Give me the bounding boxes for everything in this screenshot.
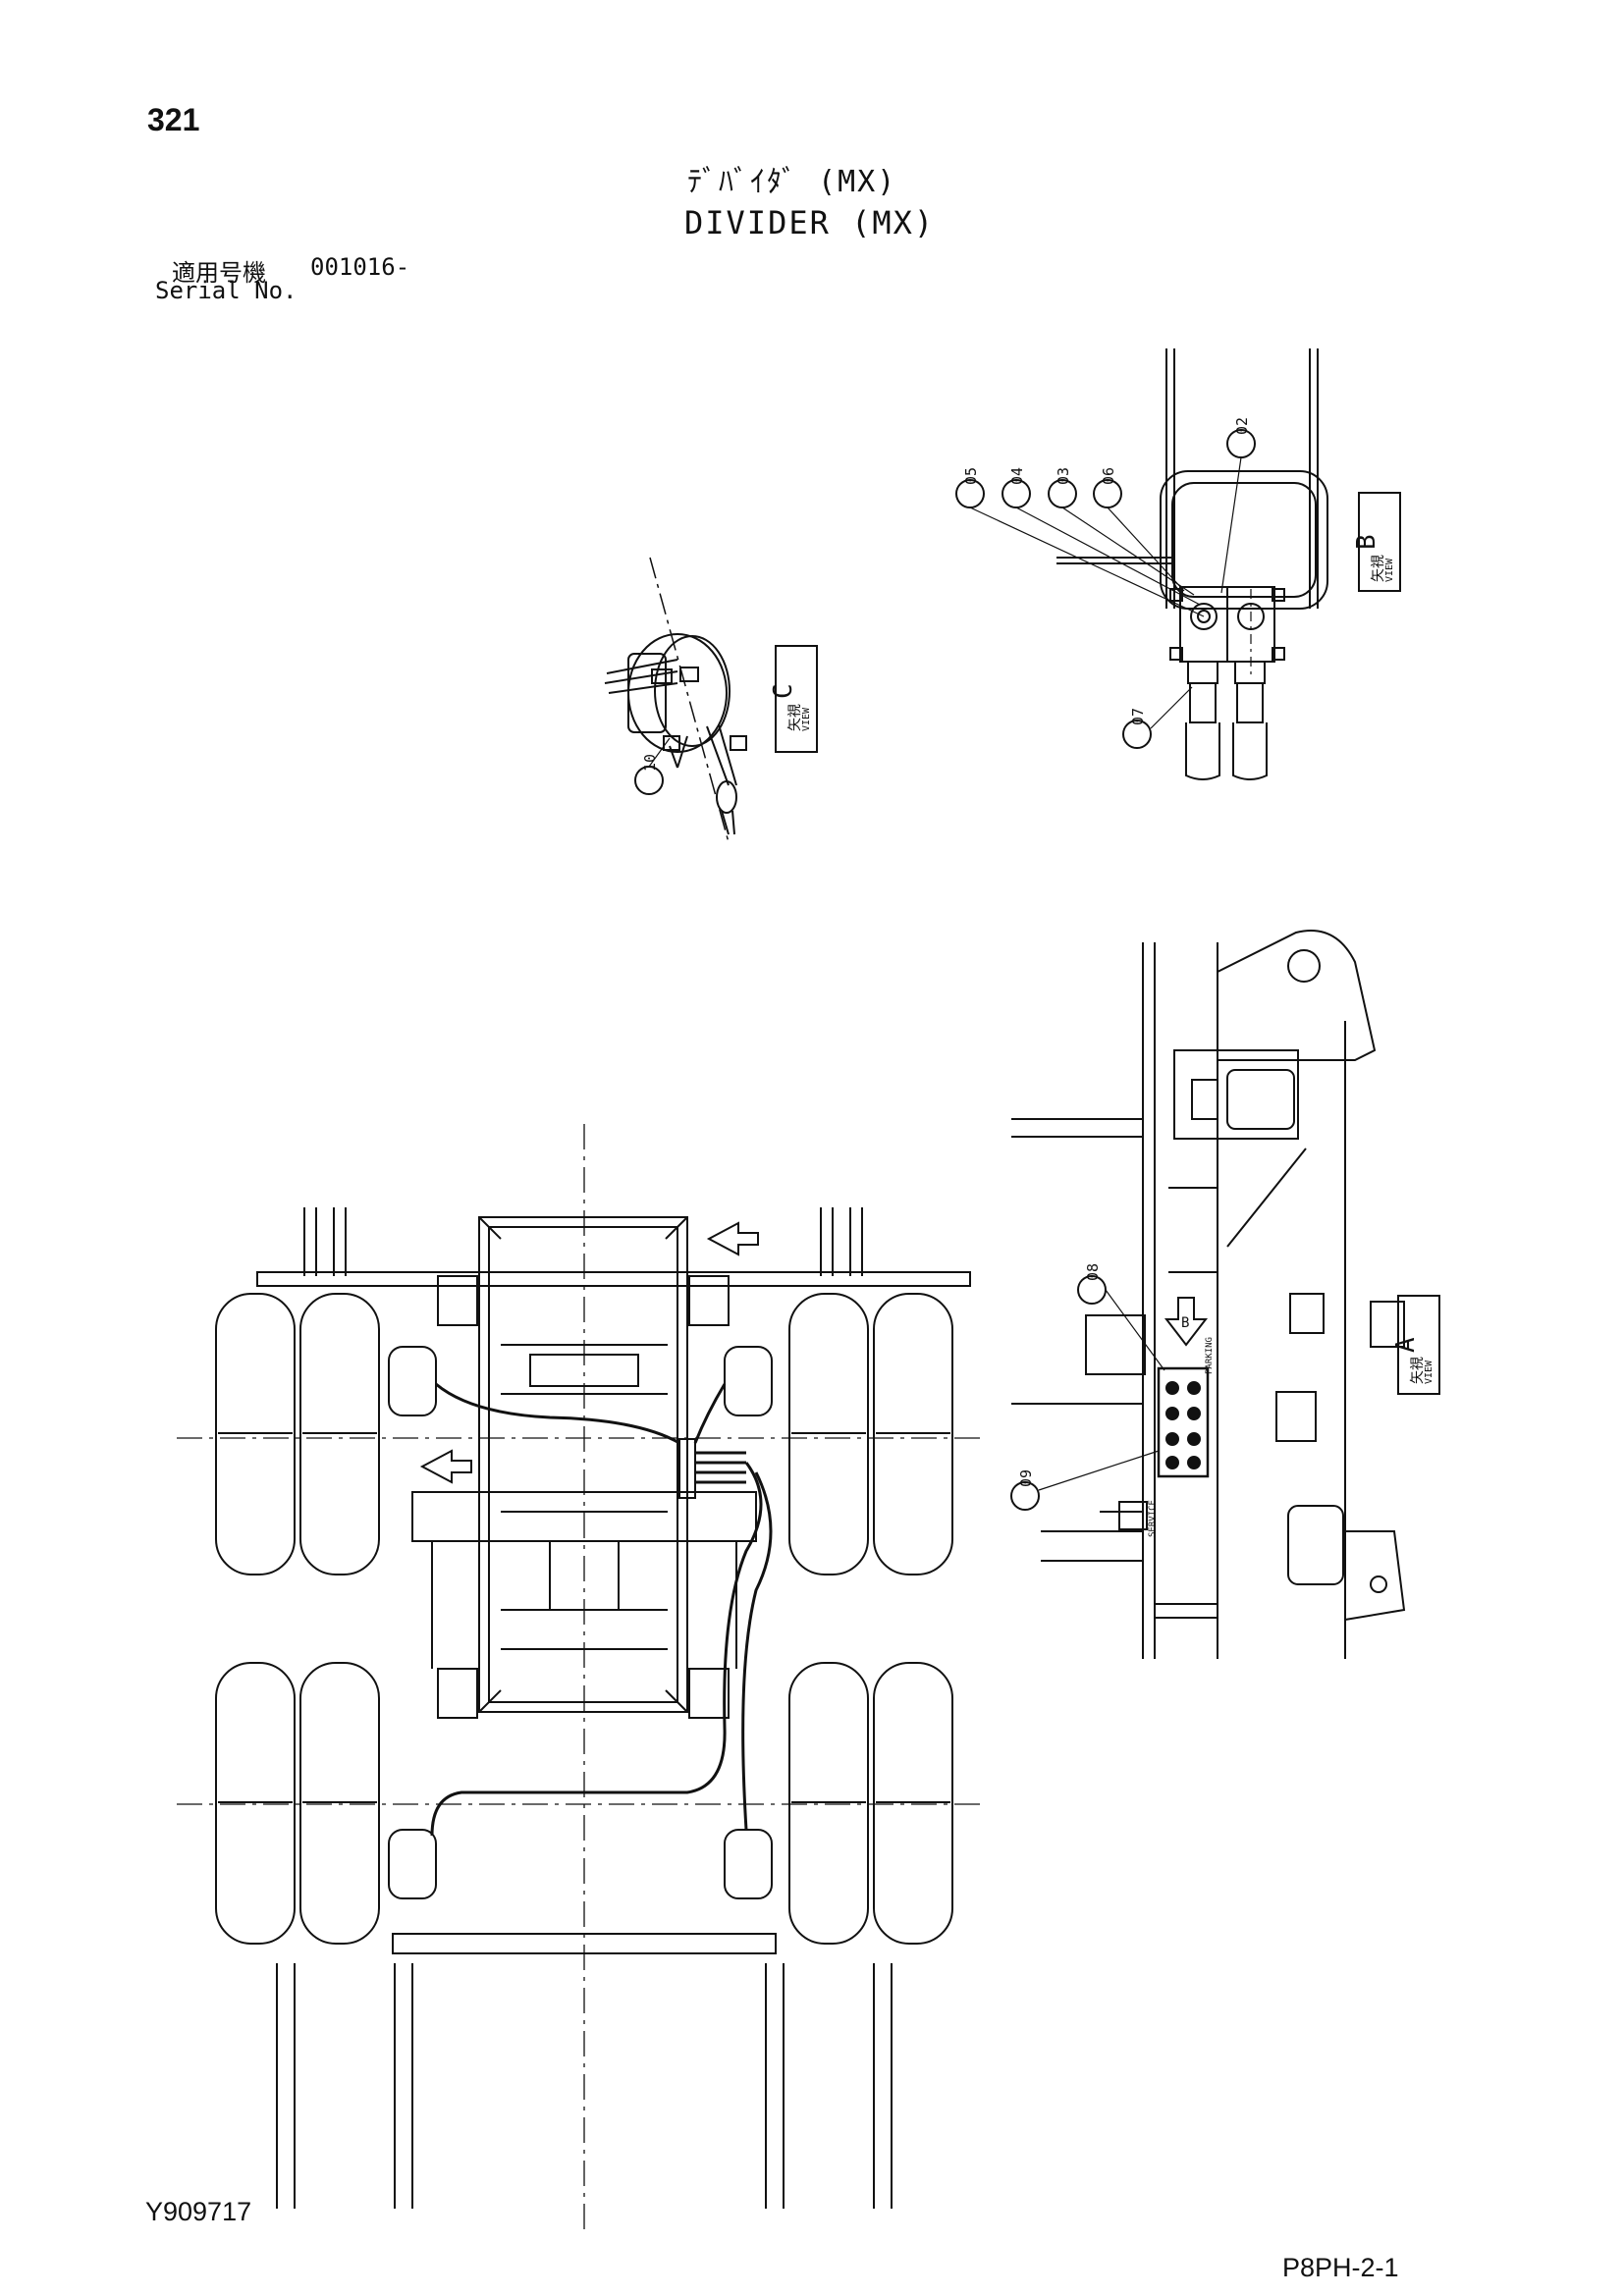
serial-label-english: Serial No. — [155, 277, 298, 304]
view-a-detail: B PARKING SERVICE — [1011, 930, 1406, 1659]
title-english: DIVIDER (MX) — [684, 204, 936, 241]
divider-block — [678, 1438, 696, 1499]
brake-chamber-rear-left — [388, 1829, 437, 1899]
callout-09: 09 — [1010, 1450, 1160, 1511]
title-japanese: ﾃﾞﾊﾞｲﾀﾞ (MX) — [687, 165, 897, 199]
divider-manifold — [1157, 1366, 1210, 1478]
svg-text:VIEW: VIEW — [1424, 1360, 1435, 1384]
tire-rear-right-inner — [788, 1662, 869, 1945]
view-c-detail — [604, 557, 747, 843]
arrow-b-letter: B — [1181, 1315, 1189, 1331]
callout-04: 04 — [1001, 467, 1031, 508]
drawing-number: Y909717 — [145, 2197, 252, 2226]
svg-text:09: 09 — [1017, 1469, 1035, 1487]
view-c-label: 矢視 C VIEW — [769, 645, 818, 753]
svg-text:A: A — [1391, 1337, 1421, 1353]
callout-08: 08 — [1077, 1263, 1165, 1371]
svg-text:C: C — [769, 683, 798, 699]
view-b-detail — [1056, 348, 1328, 780]
svg-text:03: 03 — [1055, 467, 1072, 485]
parking-label: PARKING — [1205, 1337, 1215, 1374]
svg-text:矢視: 矢視 — [1410, 1357, 1426, 1384]
tire-rear-right-outer — [873, 1662, 953, 1945]
svg-text:07: 07 — [1129, 708, 1147, 725]
svg-text:04: 04 — [1008, 467, 1026, 485]
svg-text:B: B — [1352, 534, 1381, 550]
tire-front-right-inner — [788, 1293, 869, 1575]
svg-text:VIEW: VIEW — [1384, 558, 1395, 582]
view-b-label: 矢視 B VIEW — [1352, 492, 1401, 592]
callout-05: 05 — [955, 467, 985, 508]
svg-text:矢視: 矢視 — [787, 704, 803, 731]
svg-text:08: 08 — [1084, 1263, 1102, 1281]
svg-text:06: 06 — [1100, 467, 1117, 485]
serial-label-japanese: 適用号機 — [172, 259, 266, 287]
svg-text:VIEW: VIEW — [801, 707, 812, 731]
brake-chamber-rear-right — [724, 1829, 773, 1899]
leader-lines-view-b — [969, 456, 1242, 729]
callout-06: 06 — [1093, 467, 1122, 508]
callout-07: 07 — [1122, 708, 1152, 749]
tire-rear-left-inner — [299, 1662, 380, 1945]
serial-number-value: 001016- — [310, 253, 410, 281]
page-code: P8PH-2-1 — [1282, 2253, 1399, 2282]
callout-10: 10 — [634, 737, 671, 795]
tire-front-left-outer — [215, 1293, 296, 1575]
view-a-label: 矢視 A VIEW — [1391, 1295, 1440, 1395]
tire-front-right-outer — [873, 1293, 953, 1575]
tire-rear-left-outer — [215, 1662, 296, 1945]
brake-chamber-front-right — [724, 1346, 773, 1416]
tire-front-left-inner — [299, 1293, 380, 1575]
main-chassis-view — [177, 1124, 982, 2230]
page-number: 321 — [147, 102, 200, 137]
svg-text:05: 05 — [962, 467, 980, 485]
service-label: SERVICE — [1148, 1500, 1158, 1537]
svg-text:02: 02 — [1233, 417, 1251, 435]
callout-02: 02 — [1226, 417, 1256, 458]
svg-text:矢視: 矢視 — [1371, 555, 1386, 582]
brake-chamber-front-left — [388, 1346, 437, 1416]
callout-03: 03 — [1048, 467, 1077, 508]
